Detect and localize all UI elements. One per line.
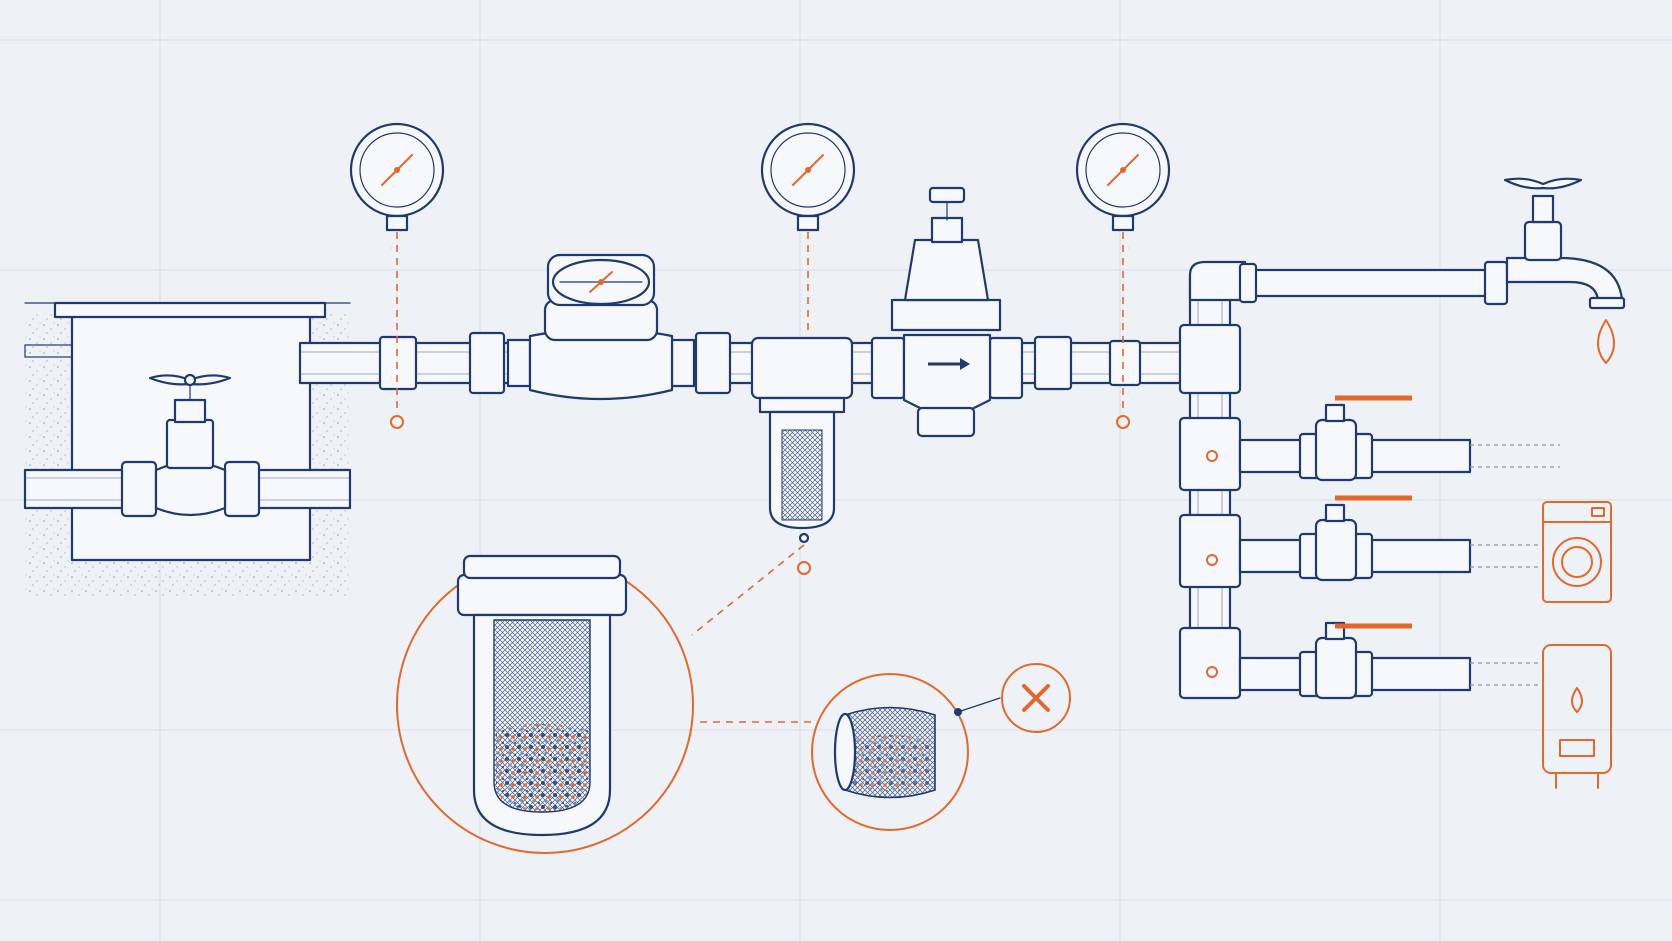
valve-pit <box>24 301 351 597</box>
pressure-reducing-valve[interactable] <box>870 186 1024 438</box>
pressure-gauge-2[interactable] <box>691 122 856 636</box>
branch-2 <box>1238 538 1540 574</box>
pressure-gauge-1[interactable] <box>349 122 445 429</box>
sediment-filter[interactable] <box>750 336 854 544</box>
filter-detail[interactable] <box>396 554 694 854</box>
ball-valve-2[interactable] <box>1298 495 1412 582</box>
fault-mark[interactable] <box>1001 663 1071 733</box>
ball-valve-1[interactable] <box>1298 395 1412 482</box>
ball-valve-3[interactable] <box>1298 621 1412 700</box>
washing-machine[interactable] <box>1542 501 1612 603</box>
faucet[interactable] <box>1503 177 1626 310</box>
manifold <box>1178 260 1247 700</box>
water-drop-icon <box>1597 319 1615 364</box>
pressure-gauge-3[interactable] <box>1075 122 1171 429</box>
branch-1 <box>1238 438 1560 474</box>
clogged-mesh[interactable] <box>811 673 969 831</box>
stop-valve[interactable] <box>120 373 261 518</box>
water-heater[interactable] <box>1542 644 1612 789</box>
branch-3 <box>1238 656 1540 692</box>
water-meter[interactable] <box>528 253 674 401</box>
main-pipe <box>298 331 1202 395</box>
faucet-line <box>1238 260 1509 306</box>
